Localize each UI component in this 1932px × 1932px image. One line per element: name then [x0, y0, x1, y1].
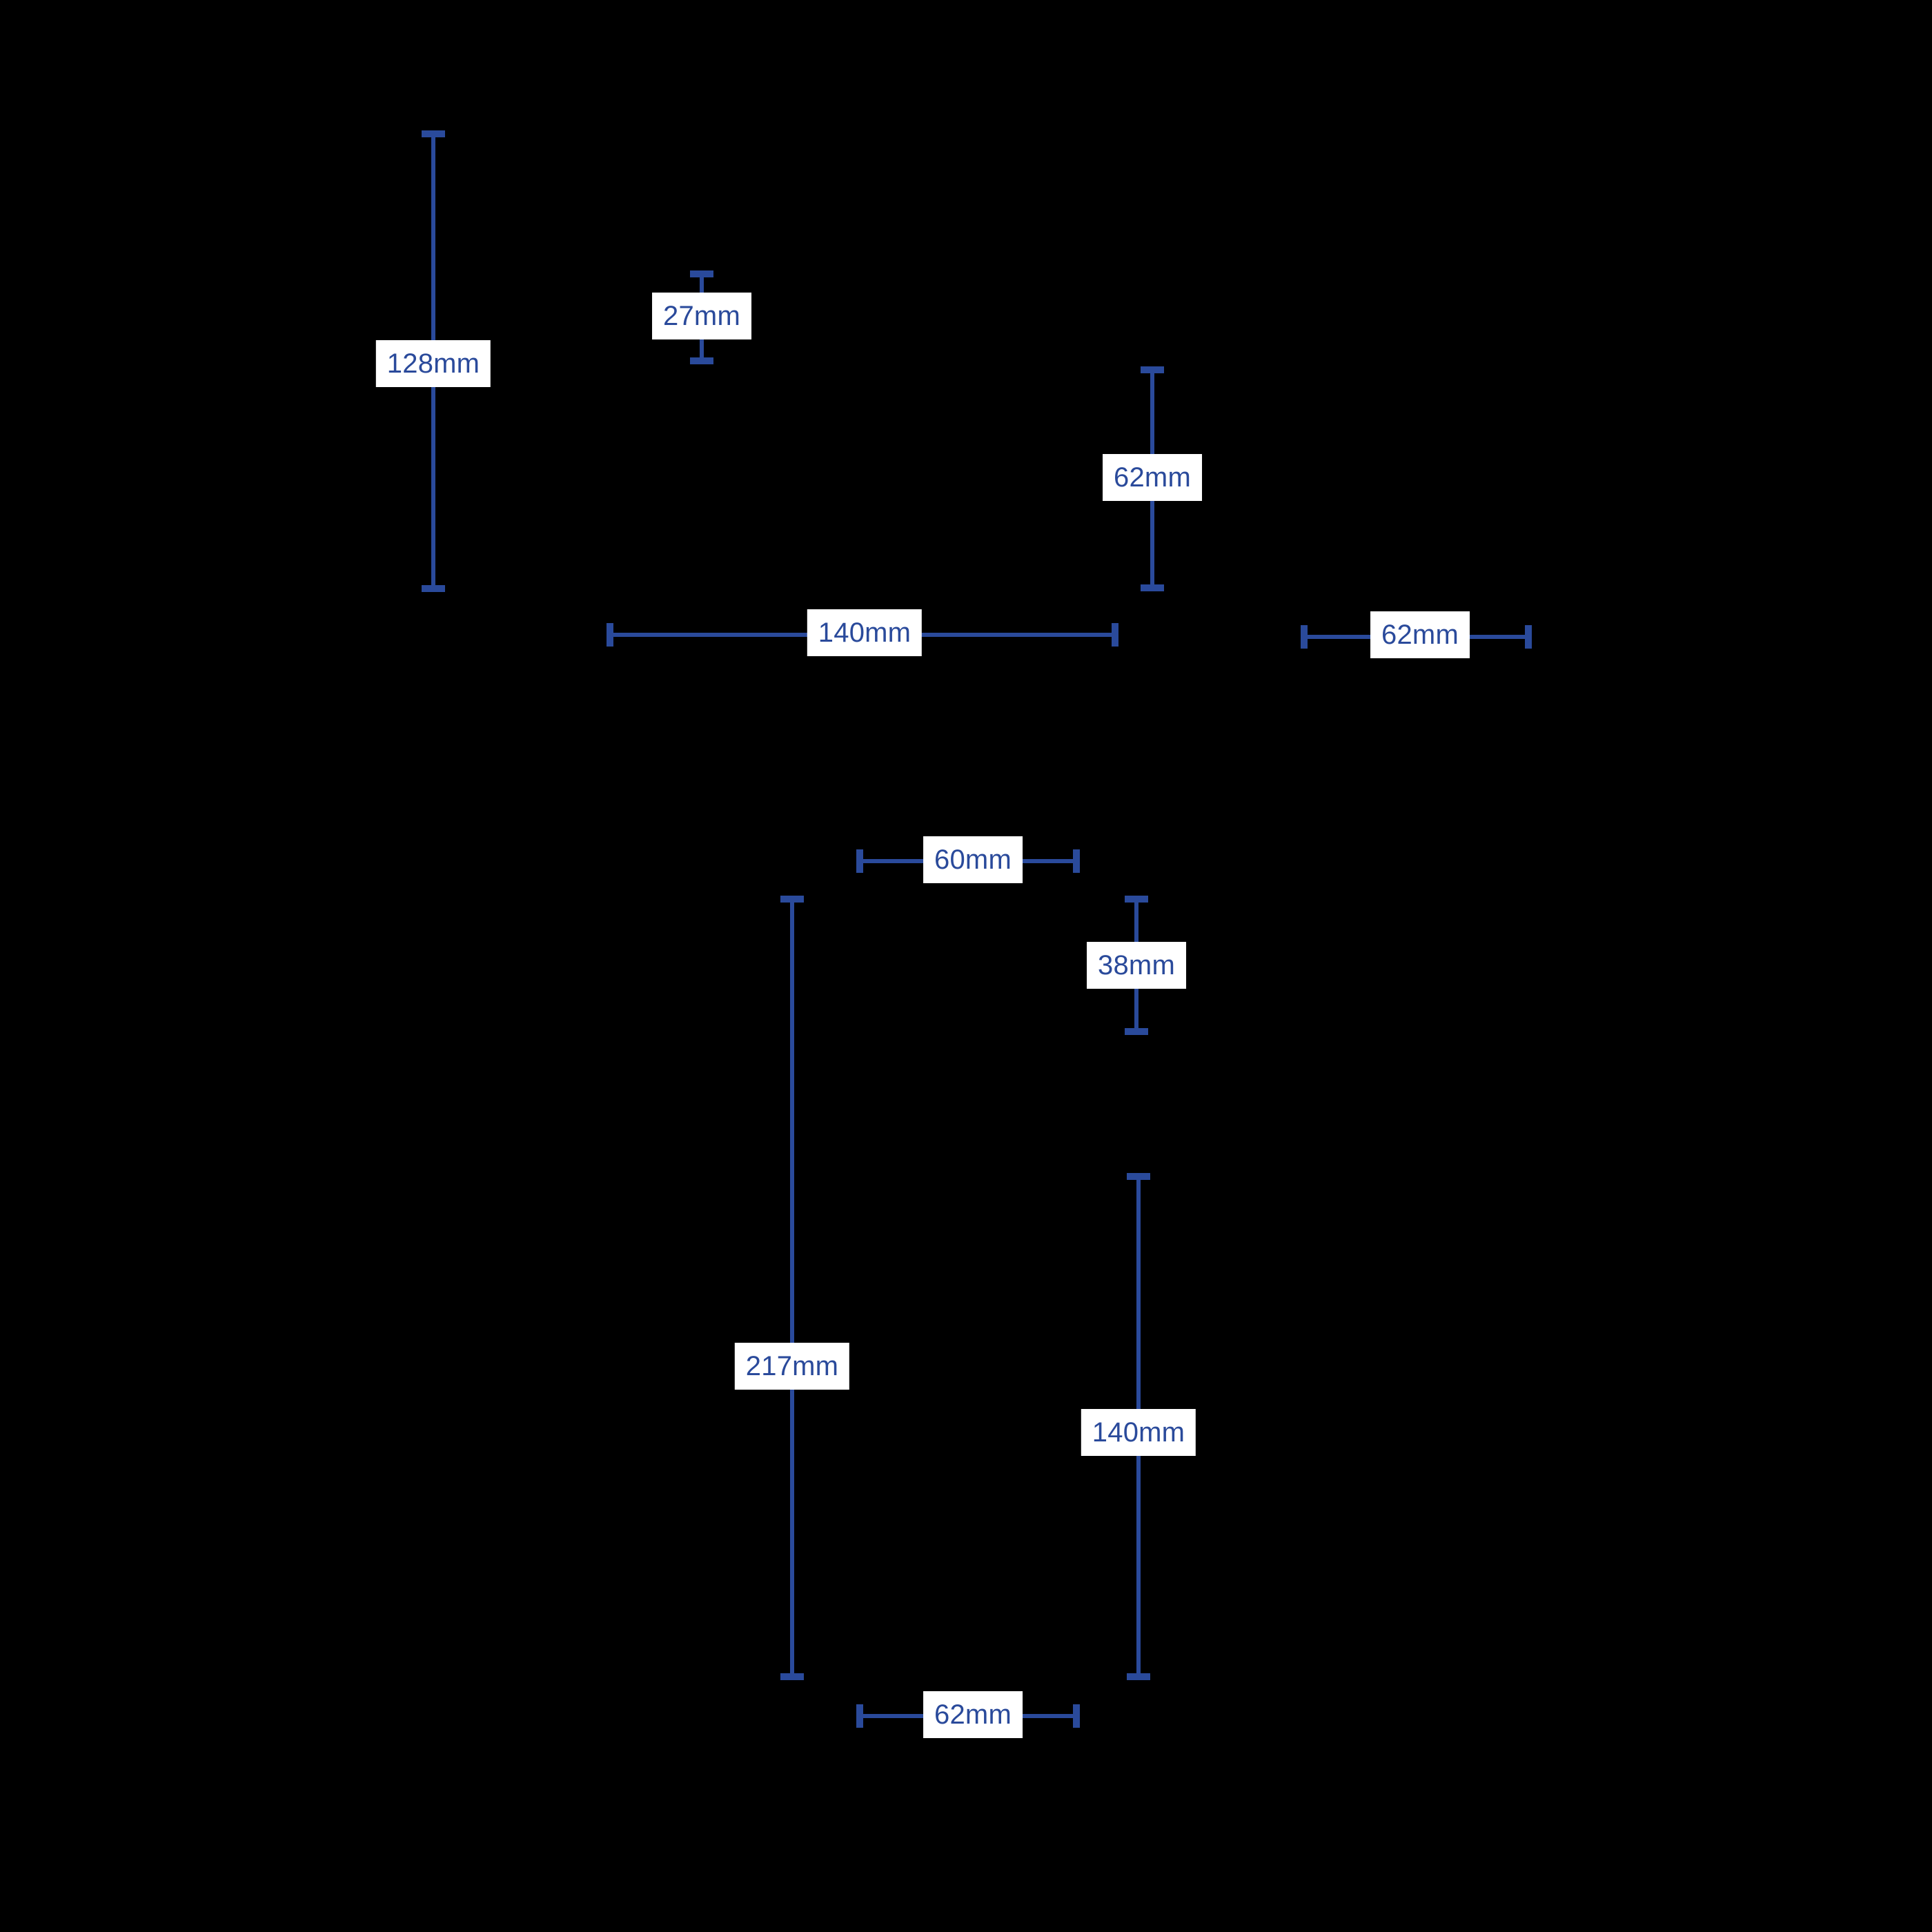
dimension-end-cap-end — [1073, 849, 1080, 873]
dimension-end-cap-end — [1125, 1028, 1148, 1035]
dimension-end-cap-start — [607, 623, 613, 647]
dimension-end-cap-end — [1525, 625, 1532, 649]
dimension-label-lower-height-140[interactable]: 140mm — [1081, 1409, 1196, 1456]
dimension-label-lower-width-62[interactable]: 62mm — [923, 1691, 1023, 1738]
dimension-label-lower-height-38[interactable]: 38mm — [1087, 942, 1186, 989]
dimension-label-upper-width-140[interactable]: 140mm — [807, 609, 923, 656]
dimension-end-cap-end — [1127, 1673, 1150, 1680]
dimension-end-cap-start — [856, 1704, 863, 1728]
dimension-label-upper-height-128[interactable]: 128mm — [375, 340, 491, 387]
dimension-end-cap-end — [1112, 623, 1118, 647]
dimension-end-cap-end — [780, 1673, 804, 1680]
dimension-end-cap-start — [690, 270, 713, 277]
dimension-stroke — [790, 896, 794, 1680]
dimension-label-upper-height-27[interactable]: 27mm — [652, 293, 751, 339]
dimension-label-upper-width-62[interactable]: 62mm — [1370, 611, 1470, 658]
dimension-label-upper-height-62[interactable]: 62mm — [1103, 454, 1202, 501]
dimension-end-cap-end — [690, 357, 713, 364]
dimension-end-cap-end — [1073, 1704, 1080, 1728]
dimension-label-lower-width-60[interactable]: 60mm — [923, 836, 1023, 883]
dimension-end-cap-start — [1127, 1173, 1150, 1180]
dimension-end-cap-start — [422, 130, 445, 137]
dimension-end-cap-start — [780, 896, 804, 903]
dimension-end-cap-start — [856, 849, 863, 873]
dimension-end-cap-end — [1141, 584, 1164, 591]
dimension-end-cap-start — [1141, 366, 1164, 373]
dimension-end-cap-end — [422, 585, 445, 592]
dimension-end-cap-start — [1125, 896, 1148, 903]
dimension-end-cap-start — [1301, 625, 1308, 649]
dimension-label-lower-height-217[interactable]: 217mm — [734, 1343, 850, 1390]
